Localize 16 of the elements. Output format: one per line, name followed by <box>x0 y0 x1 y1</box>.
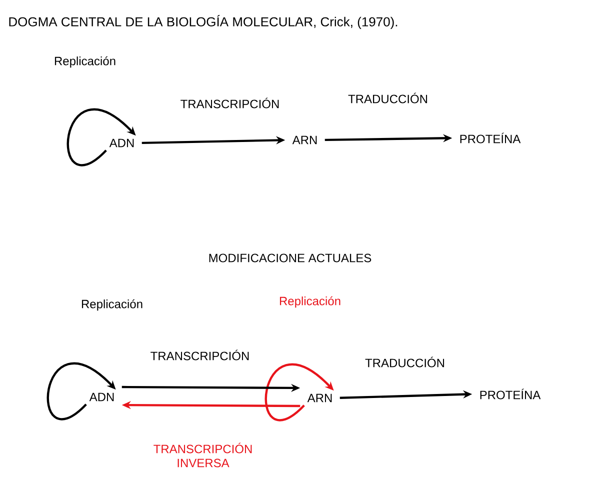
node-text: PROTEÍNA <box>460 132 521 144</box>
edge-label: TRADUCCIÓN <box>348 92 428 104</box>
edge-label: TRADUCCIÓN <box>365 356 444 368</box>
edge-label: Replicación <box>54 56 116 68</box>
title: DOGMA CENTRAL DE LA BIOLOGÍA MOLECULAR, Crick, (1970). <box>9 15 398 29</box>
subtitle: MODIFICACIONE ACTUALES <box>209 254 372 262</box>
node-text: ADN <box>89 392 114 402</box>
edge-label: Replicación <box>280 296 340 308</box>
node-text: PROTEÍNA <box>480 388 541 400</box>
node-text: ARN <box>307 394 332 402</box>
edge-label: TRANSCRIPCIÓN <box>180 98 279 108</box>
node-text: ADN <box>109 138 134 148</box>
node-text: ARN <box>292 136 317 144</box>
edge-label: TRANSCRIPCIÓN <box>150 350 249 360</box>
edge-label: TRANSCRIPCIÓN INVERSA <box>154 442 252 468</box>
edge-label: Replicación <box>82 299 142 311</box>
